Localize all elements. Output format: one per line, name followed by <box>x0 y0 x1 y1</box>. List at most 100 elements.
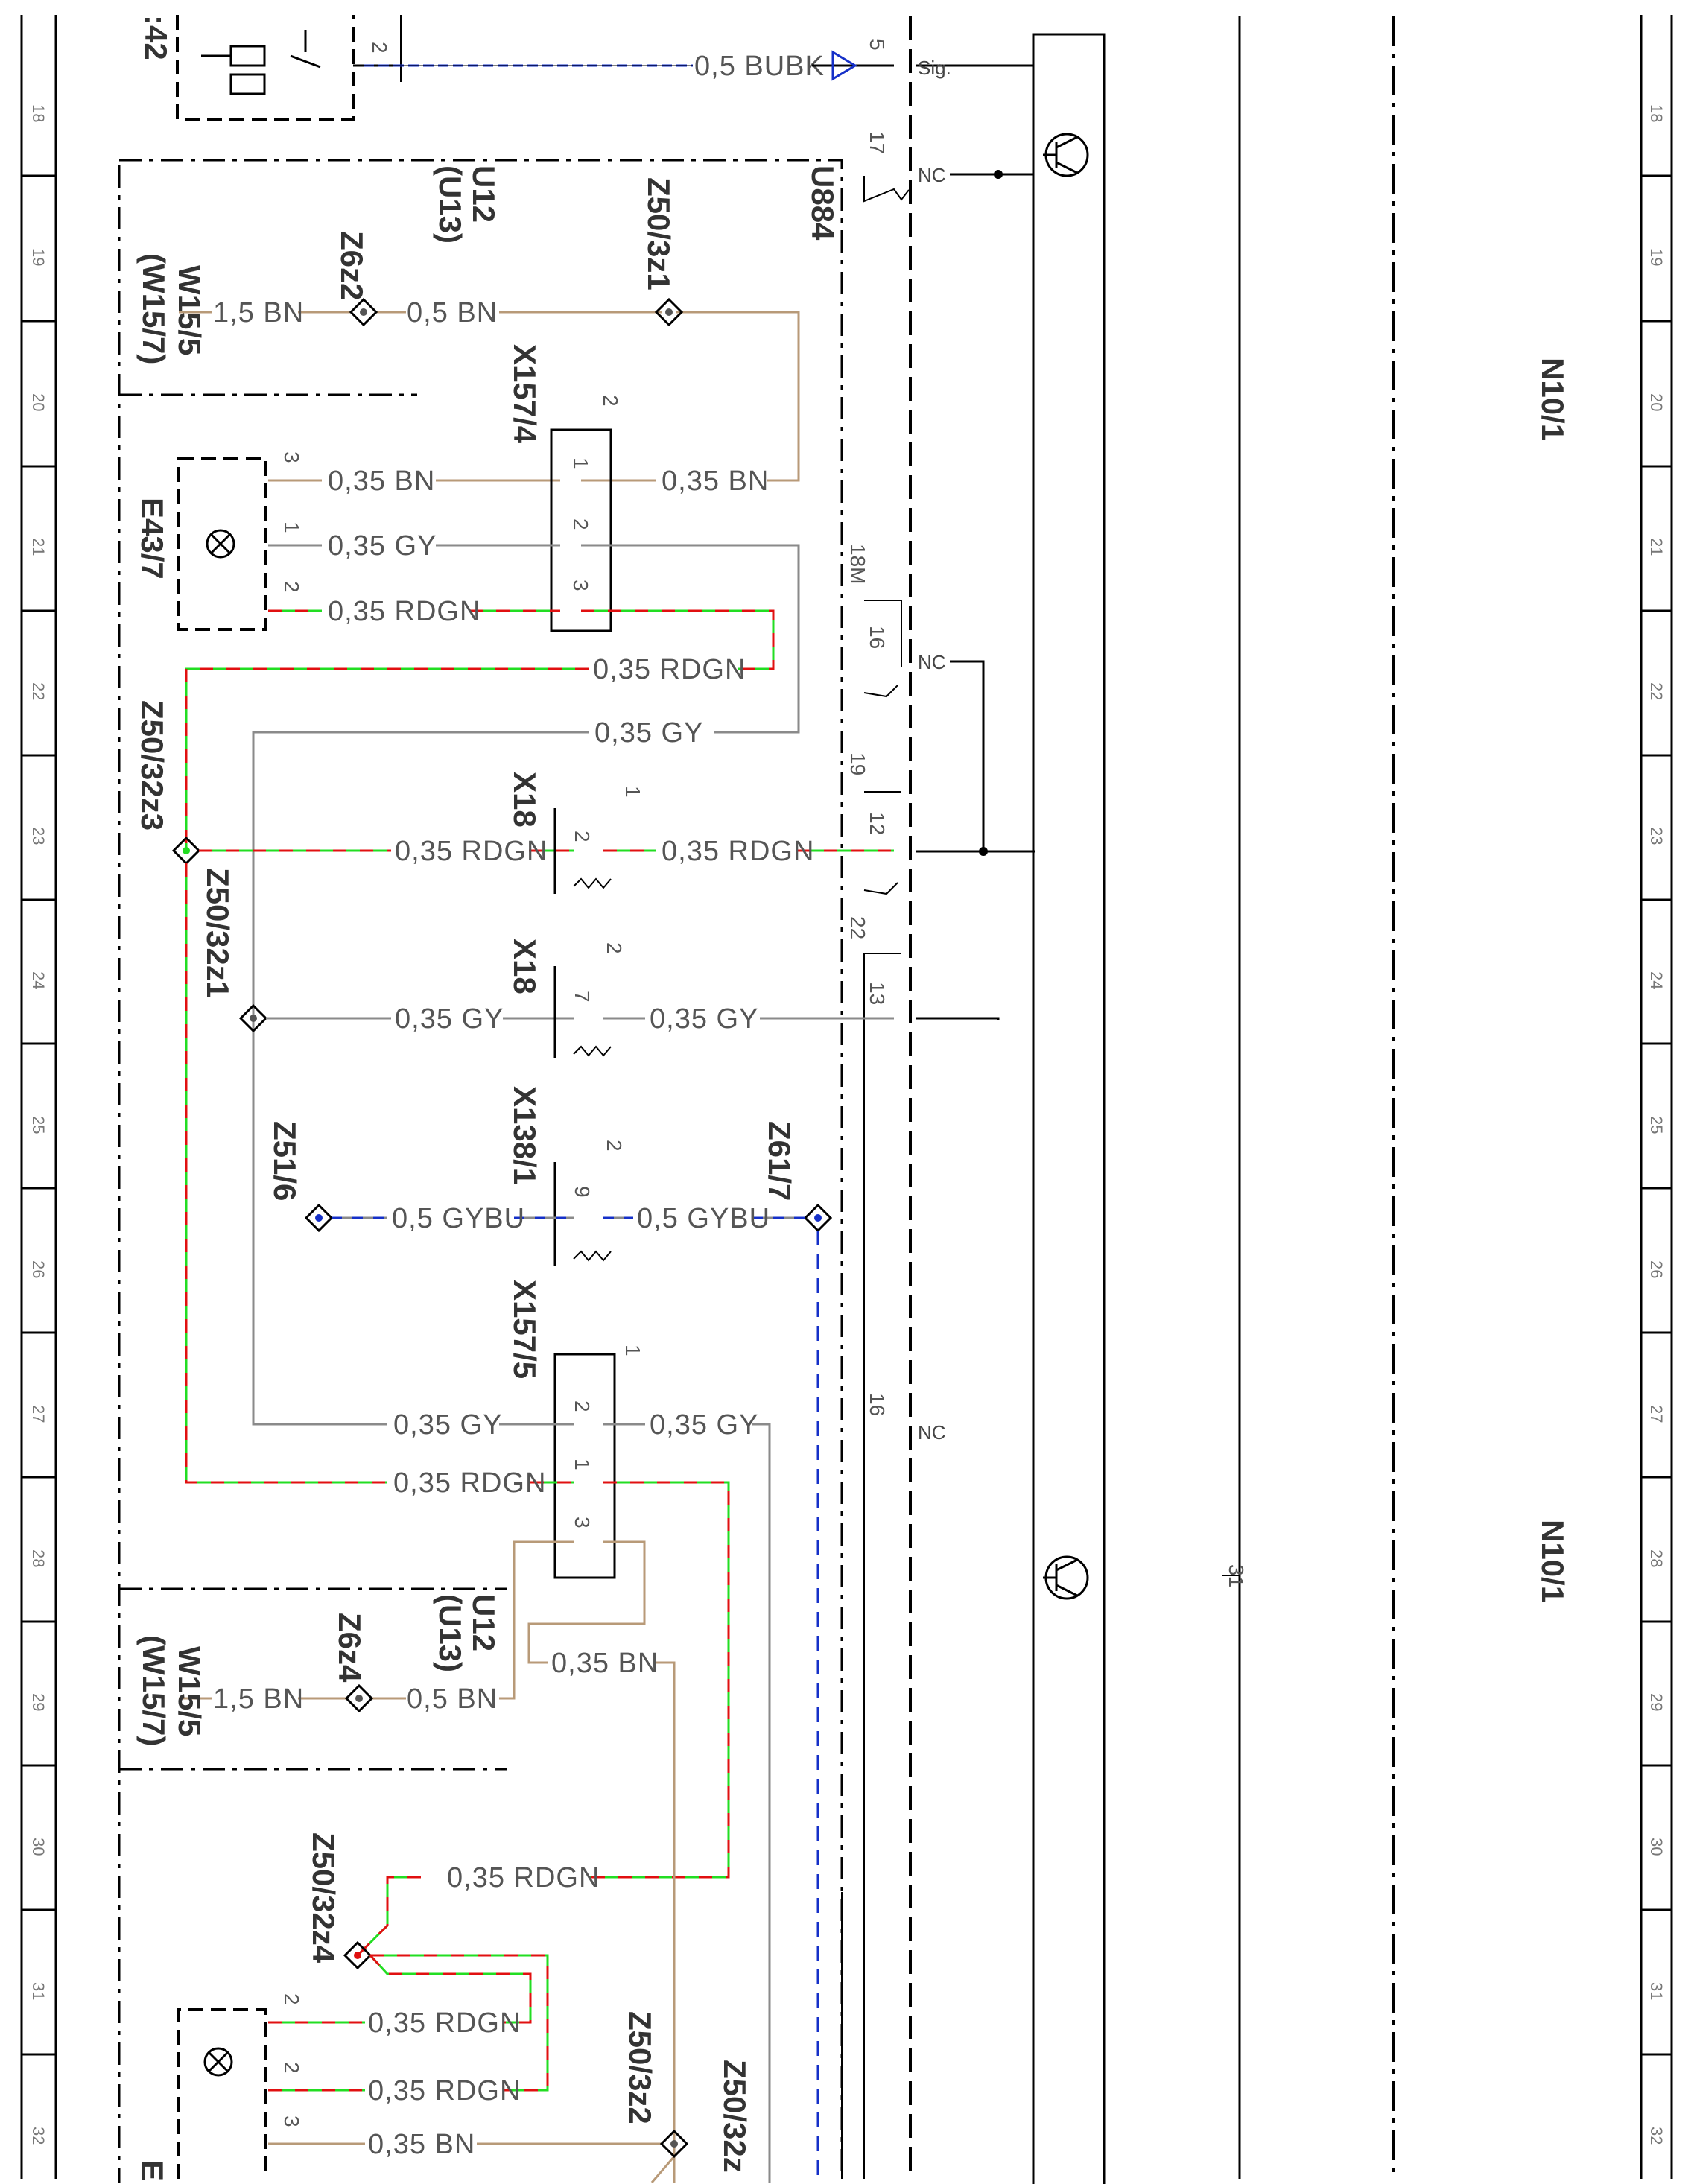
splice-icon <box>238 1003 268 1033</box>
grid-label: 20 <box>1647 393 1666 411</box>
splice-icon <box>349 297 378 327</box>
connector-x138-1 <box>553 1162 612 1266</box>
u13-label: (U13) <box>433 1594 468 1672</box>
pin-label: 18M <box>846 544 869 584</box>
wire-label: 0,35 RDGN <box>368 2007 521 2039</box>
grid-label: 30 <box>29 1838 48 1856</box>
pin-label: 3 <box>571 1517 594 1529</box>
grid-label: 21 <box>1647 538 1666 556</box>
pin-label: 2 <box>603 1140 626 1152</box>
w15-label: W15/5 <box>172 265 207 355</box>
connector-x18-a <box>553 808 612 894</box>
connector-x157-5 <box>553 1353 616 1579</box>
splice-label: Z50/32z3 <box>135 700 170 831</box>
grid-label: 28 <box>29 1549 48 1567</box>
wire-label: 0,35 GY <box>650 1003 758 1035</box>
wire-label: 0,35 GY <box>395 1003 504 1035</box>
pin-label: 1 <box>571 1458 594 1470</box>
wire-label: 0,35 RDGN <box>395 836 548 867</box>
grid-label: 23 <box>29 827 48 845</box>
transistor-icon <box>1043 1555 1089 1600</box>
u12-label: U12 <box>466 1594 501 1651</box>
splice-label: Z6z2 <box>334 231 369 300</box>
wire-label: 0,35 BN <box>662 466 769 497</box>
pin-label: 13 <box>866 982 889 1005</box>
splice-label: Z50/32z1 <box>200 868 235 998</box>
splice-label: Z50/3z1 <box>641 177 676 291</box>
splice-label: Z51/6 <box>267 1121 302 1201</box>
lamp-label: E <box>135 2160 170 2181</box>
pin-label: NC <box>918 164 946 186</box>
pin-label: 17 <box>866 131 889 154</box>
pin-label: 2 <box>599 395 622 407</box>
pin-label: 7 <box>571 991 594 1003</box>
splice-label: Z50/3z2 <box>623 2011 658 2124</box>
grid-label: 26 <box>1647 1260 1666 1278</box>
u13-label: (U13) <box>433 165 468 244</box>
wire-label: 0,5 BN <box>407 297 498 328</box>
grid-label: 24 <box>29 971 48 989</box>
n10-label: N10/1 <box>1535 358 1570 441</box>
grid-label: 23 <box>1647 827 1666 845</box>
grid-labels-left: 18 19 20 21 22 23 24 25 26 27 28 29 30 3… <box>29 104 48 2145</box>
grid-label: 25 <box>1647 1116 1666 1134</box>
connector-label: X157/4 <box>507 344 542 444</box>
wire-label: 0,5 GYBU <box>637 1203 770 1234</box>
grid-label: 31 <box>1647 1982 1666 2000</box>
pin-label: 1 <box>280 521 303 533</box>
splice-icon <box>654 297 684 327</box>
pin-label: 3 <box>280 2115 303 2127</box>
connector-x18-b <box>553 966 612 1058</box>
grid-label: 19 <box>29 248 48 266</box>
wire-label: 0,35 RDGN <box>368 2075 521 2107</box>
splice-icon <box>803 1203 833 1233</box>
ground-label: 31 <box>1225 1564 1248 1587</box>
pin-label: 2 <box>571 831 594 842</box>
pin-label: 2 <box>569 518 592 530</box>
grid-label: 18 <box>1647 104 1666 122</box>
pin-label: 2 <box>280 1993 303 2005</box>
pin-label: 16 <box>866 626 889 649</box>
pin-label: NC <box>918 651 946 673</box>
pin-label: 3 <box>569 580 592 591</box>
connector-label: X18 <box>507 939 542 994</box>
grid-label: 30 <box>1647 1838 1666 1856</box>
splice-icon <box>343 1940 372 1970</box>
grid-label: 27 <box>1647 1405 1666 1423</box>
pin-label: 1 <box>569 457 592 469</box>
arrow-icon <box>831 50 857 81</box>
pin-label: NC <box>918 1421 946 1444</box>
splice-label: Z61/7 <box>762 1121 797 1201</box>
wire-label: 0,35 BN <box>551 1648 659 1679</box>
wire-label: 0,35 GY <box>594 717 703 749</box>
wire-label: 0,35 GY <box>328 530 437 562</box>
u12-label: U12 <box>466 165 501 223</box>
grid-label: 28 <box>1647 1549 1666 1567</box>
connector-label: X138/1 <box>507 1086 542 1185</box>
left-grid-strip <box>20 15 57 2179</box>
grid-label: 21 <box>29 538 48 556</box>
pin-label: 12 <box>866 812 889 835</box>
lamp-label: E43/7 <box>135 498 170 580</box>
grid-label: 25 <box>29 1116 48 1134</box>
wire-label: 0,35 BN <box>328 466 435 497</box>
grid-label: 29 <box>1647 1693 1666 1711</box>
n10-module <box>118 16 1395 2184</box>
w15-label: W15/5 <box>172 1646 207 1736</box>
connector-label: X18 <box>507 772 542 828</box>
pin-label: 2 <box>280 2062 303 2074</box>
wire-label: 0,35 RDGN <box>328 596 480 627</box>
pin-label: Sig. <box>918 57 951 79</box>
grid-label: 29 <box>29 1693 48 1711</box>
grid-label: 19 <box>1647 248 1666 266</box>
wire-label: 0,35 RDGN <box>593 654 746 685</box>
pin-label: 1 <box>621 1345 644 1356</box>
wire-label: 0,5 BUBK <box>694 51 825 82</box>
lamp-e-bottom <box>177 2008 267 2179</box>
grid-label: 20 <box>29 393 48 411</box>
grid-label: 22 <box>1647 682 1666 700</box>
n10-label: N10/1 <box>1535 1520 1570 1603</box>
splice-icon <box>344 1683 374 1713</box>
splice-label: Z50/32z <box>717 2060 752 2173</box>
pin-label: 2 <box>571 1400 594 1412</box>
